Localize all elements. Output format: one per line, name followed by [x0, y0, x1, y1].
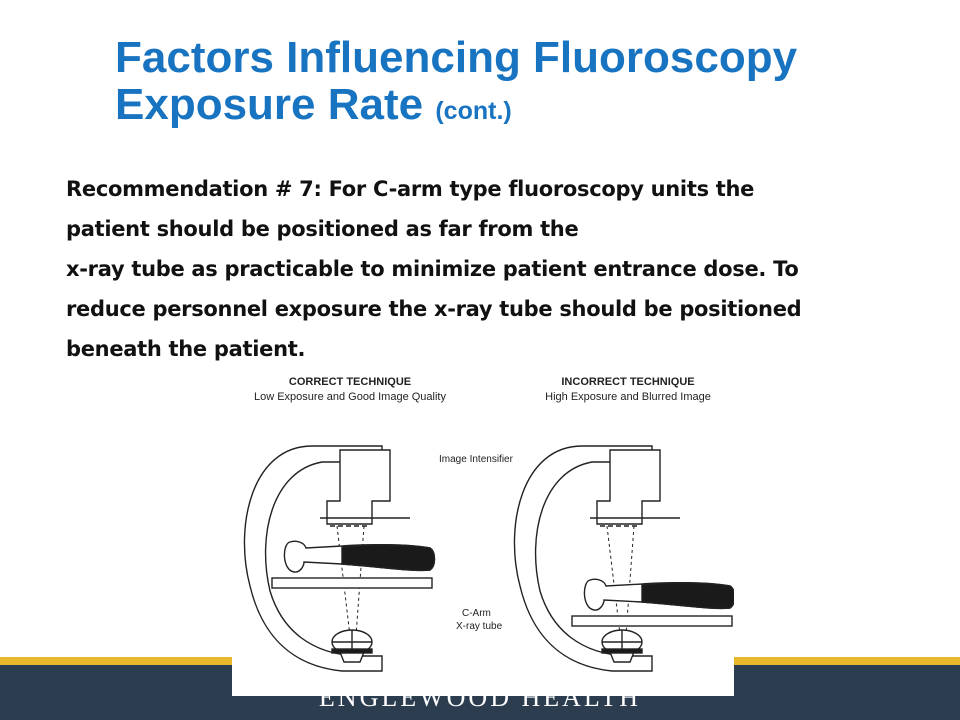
title-line-2-text: Exposure Rate: [115, 80, 424, 129]
title-line-1: Factors Influencing Fluoroscopy: [115, 33, 798, 82]
right-subheading: High Exposure and Blurred Image: [545, 391, 711, 403]
c-arm-figure: CORRECT TECHNIQUE Low Exposure and Good …: [232, 366, 734, 696]
body-line-3: x-ray tube as practicable to minimize pa…: [66, 257, 799, 281]
c-arm-label: C-Arm: [462, 608, 491, 619]
slide-title: Factors Influencing Fluoroscopy Exposure…: [115, 34, 915, 135]
x-ray-tube-label: X-ray tube: [456, 621, 503, 632]
title-line-2: Exposure Rate (cont.): [115, 81, 915, 135]
right-c-arm: [513, 445, 734, 672]
body-line-1: Recommendation # 7: For C-arm type fluor…: [66, 177, 755, 201]
right-heading: INCORRECT TECHNIQUE: [561, 376, 694, 388]
left-subheading: Low Exposure and Good Image Quality: [254, 391, 447, 403]
body-line-5: beneath the patient.: [66, 337, 306, 361]
c-arm-diagram: CORRECT TECHNIQUE Low Exposure and Good …: [243, 376, 734, 672]
left-c-arm: [243, 445, 436, 672]
recommendation-text: Recommendation # 7: For C-arm type fluor…: [66, 169, 926, 369]
left-heading: CORRECT TECHNIQUE: [289, 376, 411, 388]
intensifier-label: Image Intensifier: [439, 454, 514, 465]
body-line-4: reduce personnel exposure the x-ray tube…: [66, 297, 802, 321]
title-suffix: (cont.): [435, 97, 512, 125]
body-line-2: patient should be positioned as far from…: [66, 217, 579, 241]
